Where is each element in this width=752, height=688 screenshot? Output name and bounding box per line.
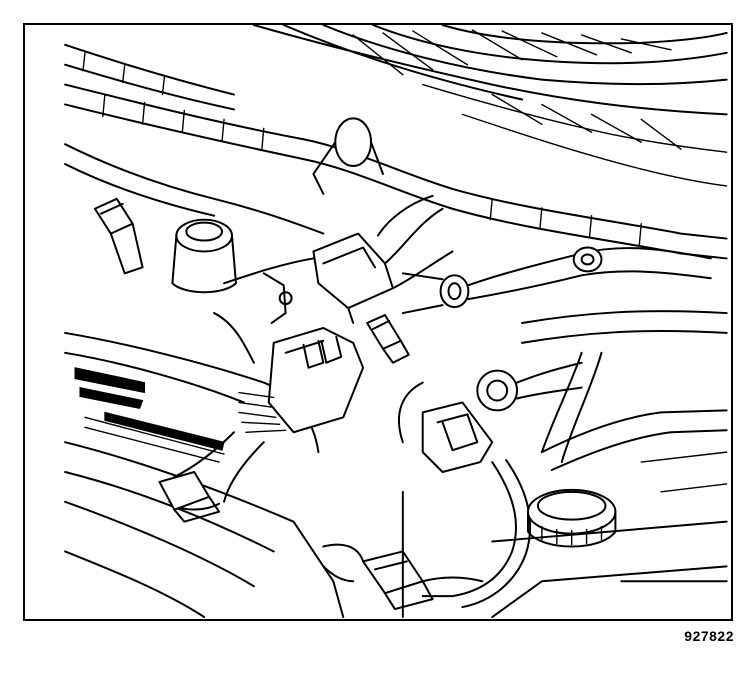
lower-electrical-connector (322, 543, 484, 611)
intake-manifold-runners (252, 25, 728, 187)
right-harness-loop (421, 310, 728, 609)
injector-connector-left (93, 197, 144, 275)
engine-wiring-illustration (23, 23, 733, 621)
valve-cover (64, 331, 345, 619)
engine-block-lines (213, 257, 728, 619)
reservoir-cap (491, 488, 728, 619)
fuel-rail-tubes (64, 43, 325, 235)
mounting-bracket (262, 272, 293, 324)
small-center-connector (366, 314, 410, 364)
vacuum-hose-fitting (401, 246, 712, 315)
sensor-connector-right (398, 361, 583, 473)
engine-wiring-drawing (64, 25, 728, 619)
upper-harness-conduit (64, 83, 728, 260)
fuel-fitting (171, 218, 237, 294)
figure-id-label: 927822 (684, 628, 734, 644)
upper-electrical-connector (312, 194, 454, 324)
coil-pack-connector (158, 326, 365, 523)
